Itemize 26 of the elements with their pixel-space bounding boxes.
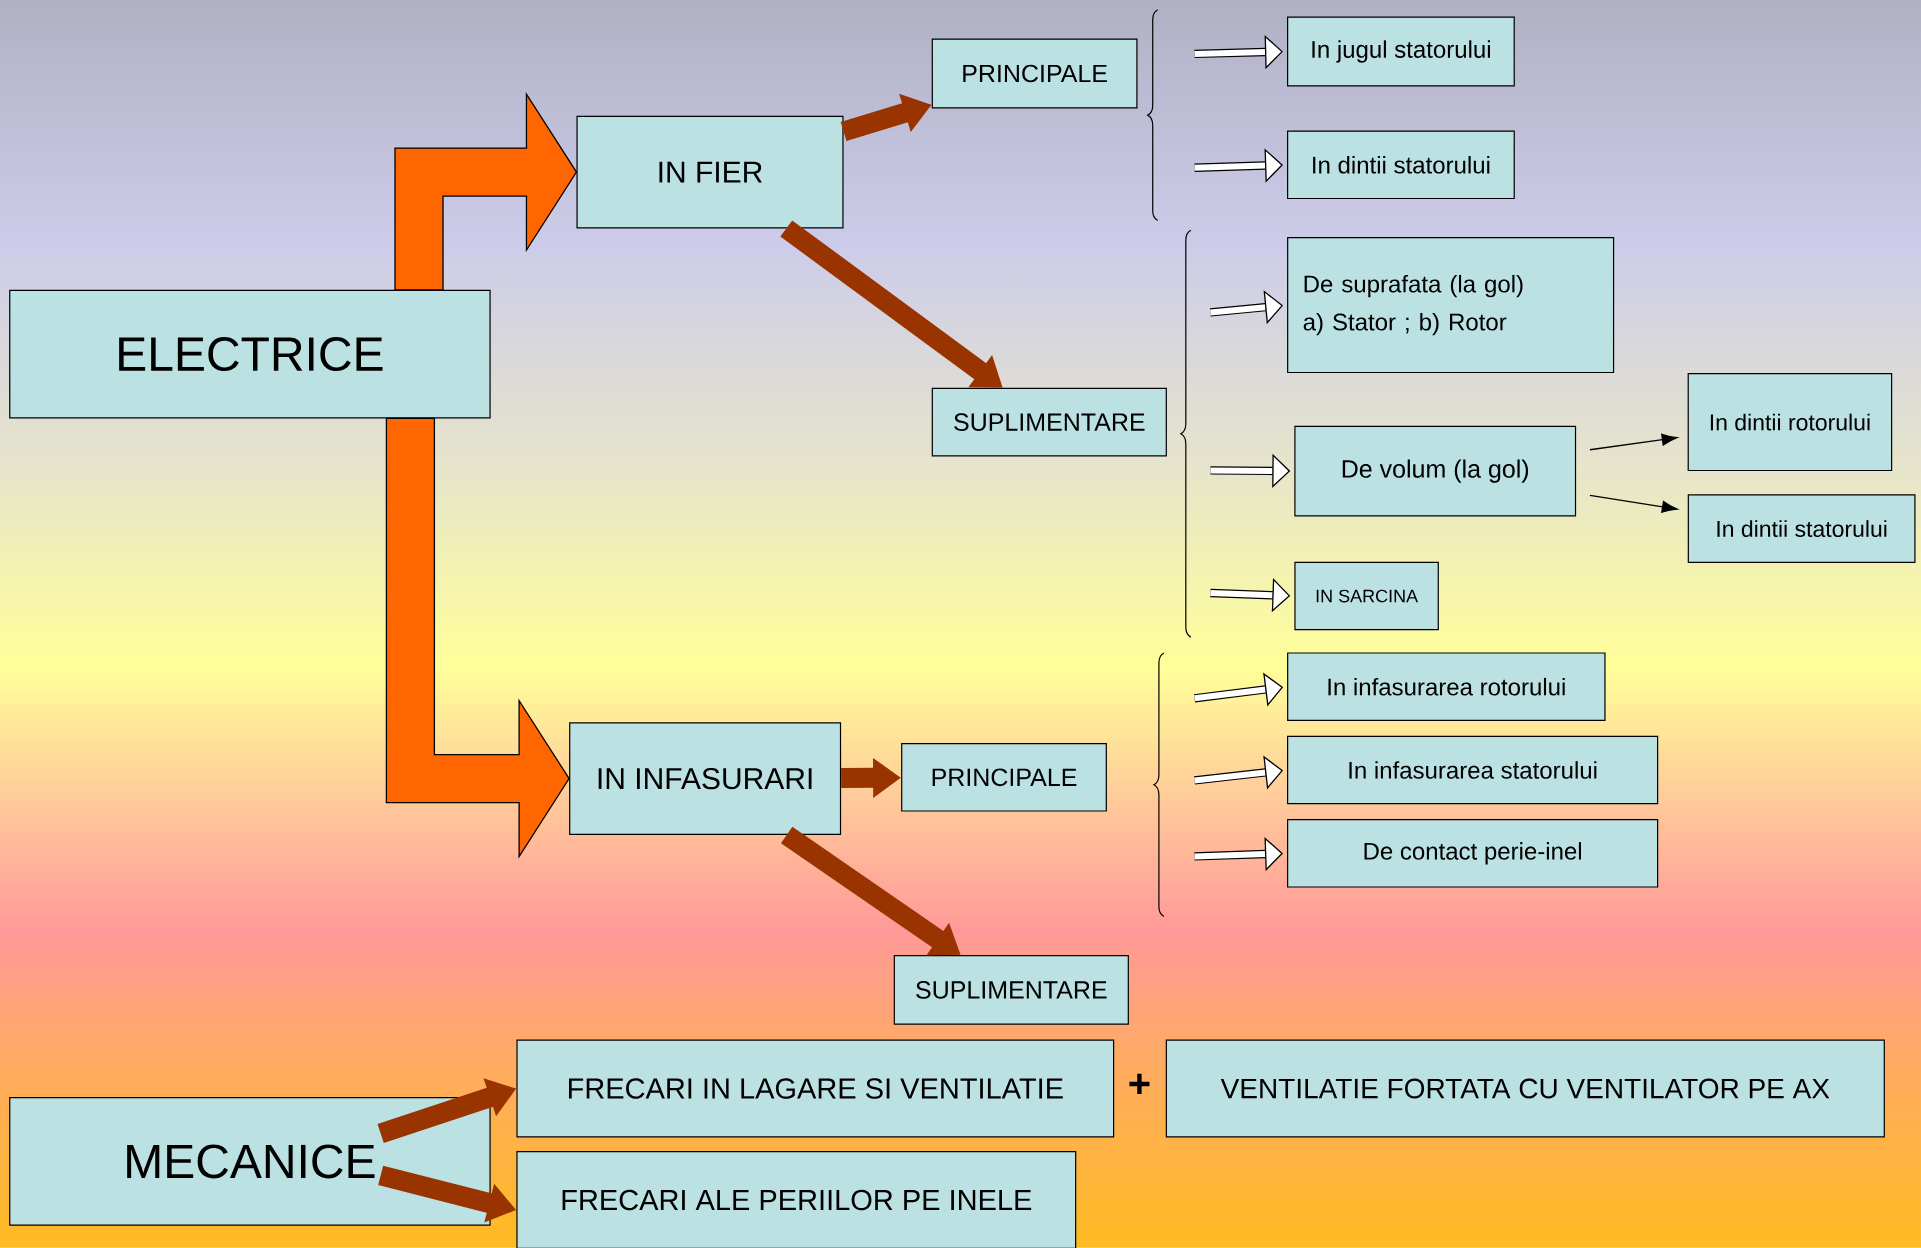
category-box: MECANICE bbox=[9, 1097, 491, 1226]
text-box: In dintii statorului bbox=[1687, 494, 1916, 563]
arrow bbox=[1589, 494, 1678, 513]
arrow bbox=[1589, 433, 1678, 451]
text-box: De volum (la gol) bbox=[1294, 425, 1577, 517]
text-box: De suprafata (la gol) a) Stator ; b) Rotor bbox=[1287, 237, 1615, 374]
text-box: VENTILATIE FORTATA CU VENTILATOR PE AX bbox=[1165, 1039, 1885, 1138]
text-box: FRECARI ALE PERIILOR PE INELE bbox=[516, 1151, 1077, 1248]
text-box: In infasurarea statorului bbox=[1287, 735, 1659, 805]
text-box: In dintii rotorului bbox=[1687, 373, 1893, 472]
text-box: IN SARCINA bbox=[1294, 561, 1439, 631]
text-box: SUPLIMENTARE bbox=[893, 955, 1129, 1025]
text-box: In jugul statorului bbox=[1287, 16, 1515, 87]
text-box: In infasurarea rotorului bbox=[1287, 652, 1606, 721]
block-arrow bbox=[385, 417, 570, 859]
text-box: De contact perie-inel bbox=[1287, 819, 1659, 888]
block-arrow bbox=[394, 91, 578, 291]
text-box: IN INFASURARI bbox=[569, 722, 842, 835]
text-box: In dintii statorului bbox=[1287, 130, 1515, 200]
text-box: FRECARI IN LAGARE SI VENTILATIE bbox=[516, 1039, 1115, 1138]
text-box: IN FIER bbox=[576, 115, 844, 229]
plus-sign: + bbox=[1129, 1073, 1150, 1095]
text-box: PRINCIPALE bbox=[901, 743, 1107, 812]
text-box: SUPLIMENTARE bbox=[931, 387, 1167, 457]
text-box: PRINCIPALE bbox=[931, 38, 1138, 109]
category-box: ELECTRICE bbox=[9, 289, 491, 419]
